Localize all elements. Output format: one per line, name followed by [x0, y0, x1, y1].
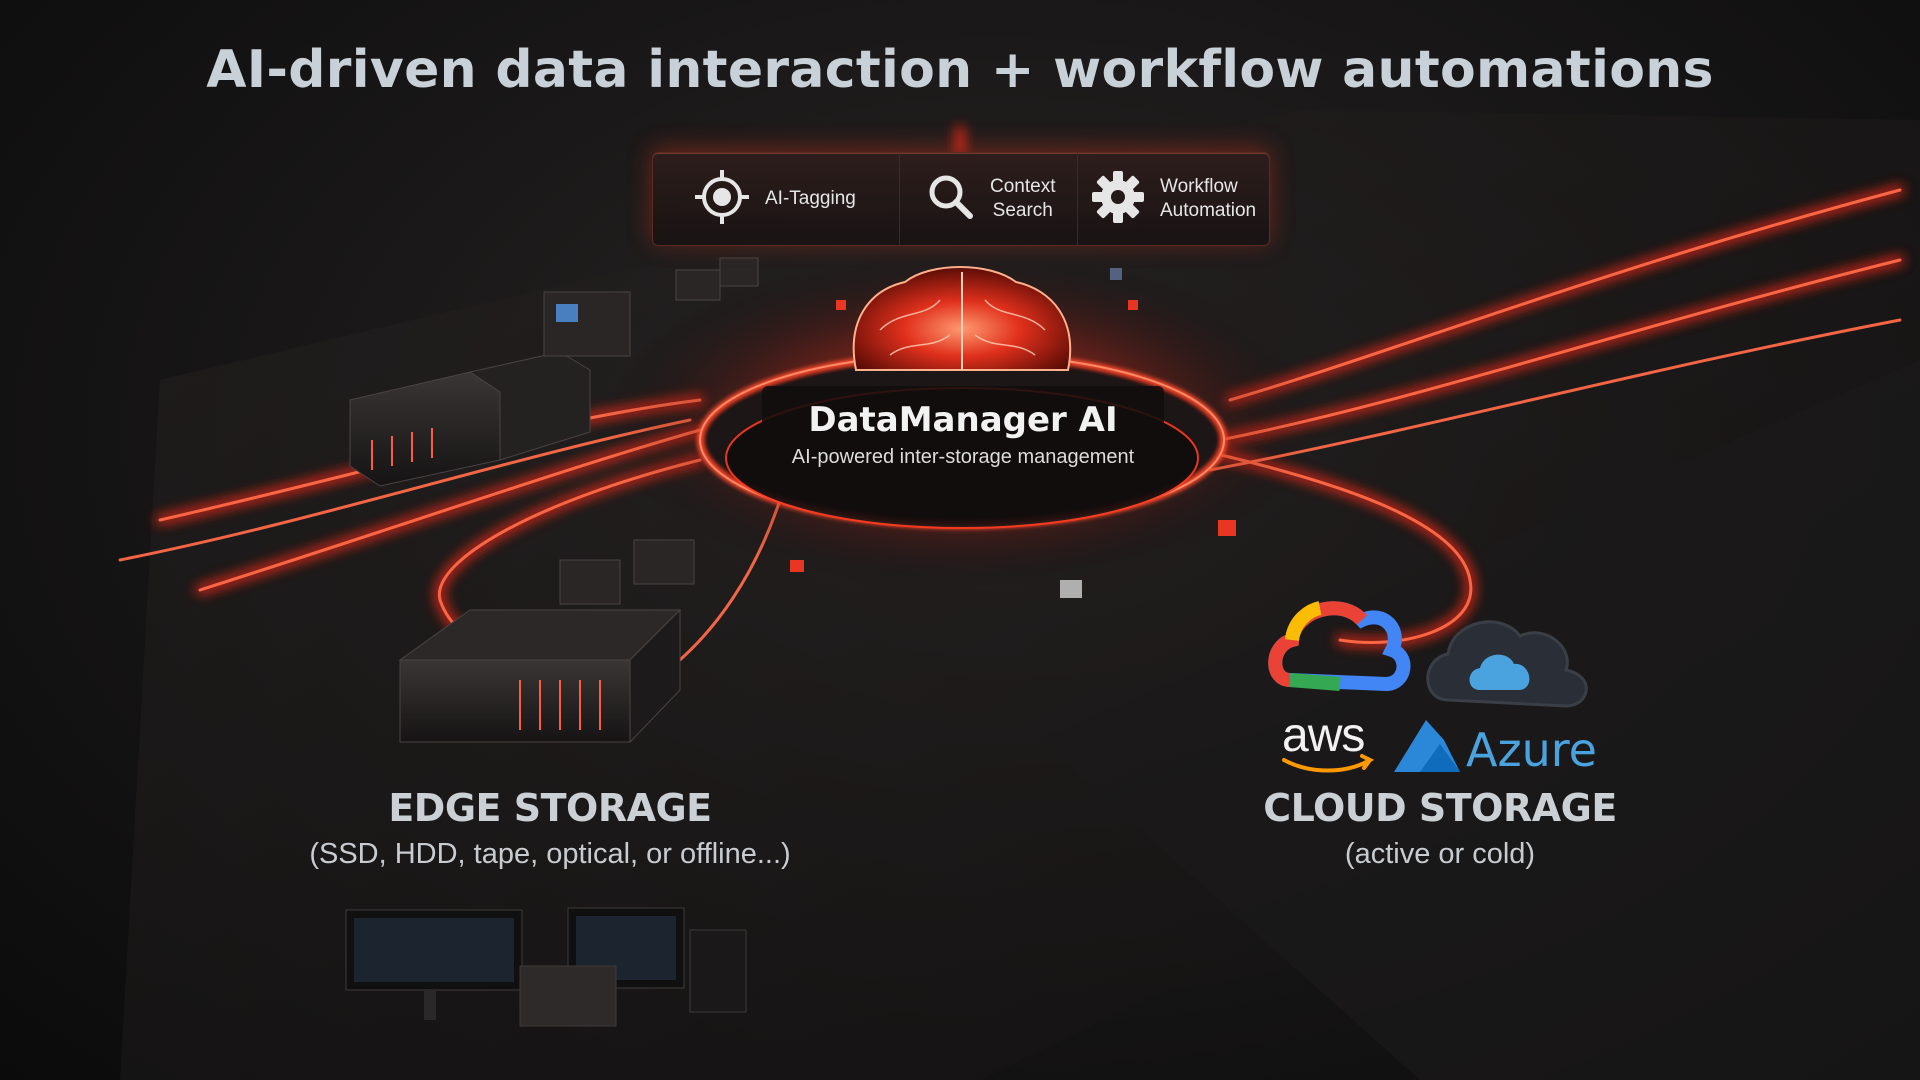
core-title: DataManager AI — [808, 400, 1118, 440]
aws-smile-icon — [1282, 754, 1375, 773]
edge-servers — [349, 257, 759, 744]
target-icon — [693, 168, 751, 231]
core-label: DataManager AI AI-powered inter-storage … — [762, 386, 1164, 480]
google-cloud-icon — [1268, 601, 1411, 692]
feature-workflow-automation: Workflow Automation — [1077, 153, 1269, 245]
data-particles — [790, 268, 1236, 598]
floor-plane-right — [1040, 360, 1920, 1080]
diagram-headline: AI-driven data interaction + workflow au… — [206, 40, 1714, 100]
feature-label-context-search: Context Search — [990, 176, 1056, 221]
feature-bar: AI-Tagging Context Search — [652, 152, 1270, 246]
magnifier-icon — [926, 172, 976, 227]
cloud-storage-detail: (active or cold) — [1344, 838, 1536, 870]
cloud-icon — [1426, 620, 1588, 708]
edge-storage-detail: (SSD, HDD, tape, optical, or offline...) — [309, 838, 791, 870]
feature-ai-tagging: AI-Tagging — [653, 153, 899, 245]
azure-triangle-icon — [1394, 720, 1460, 772]
azure-logo: Azure — [1466, 723, 1597, 777]
brain-icon — [852, 266, 1072, 371]
core-subtitle: AI-powered inter-storage management — [791, 446, 1135, 468]
feature-context-search: Context Search — [899, 153, 1077, 245]
edge-storage-caption: EDGE STORAGE (SSD, HDD, tape, optical, o… — [250, 786, 850, 871]
cloud-storage-title: CLOUD STORAGE — [1263, 786, 1617, 830]
feature-label-ai-tagging: AI-Tagging — [765, 188, 856, 209]
feature-label-workflow-automation: Workflow Automation — [1160, 176, 1257, 221]
edge-storage-title: EDGE STORAGE — [388, 786, 712, 830]
gear-icon — [1090, 169, 1146, 230]
cloud-storage-caption: CLOUD STORAGE (active or cold) — [1160, 786, 1720, 871]
workstations — [345, 907, 747, 1027]
aws-logo: aws — [1282, 709, 1365, 762]
